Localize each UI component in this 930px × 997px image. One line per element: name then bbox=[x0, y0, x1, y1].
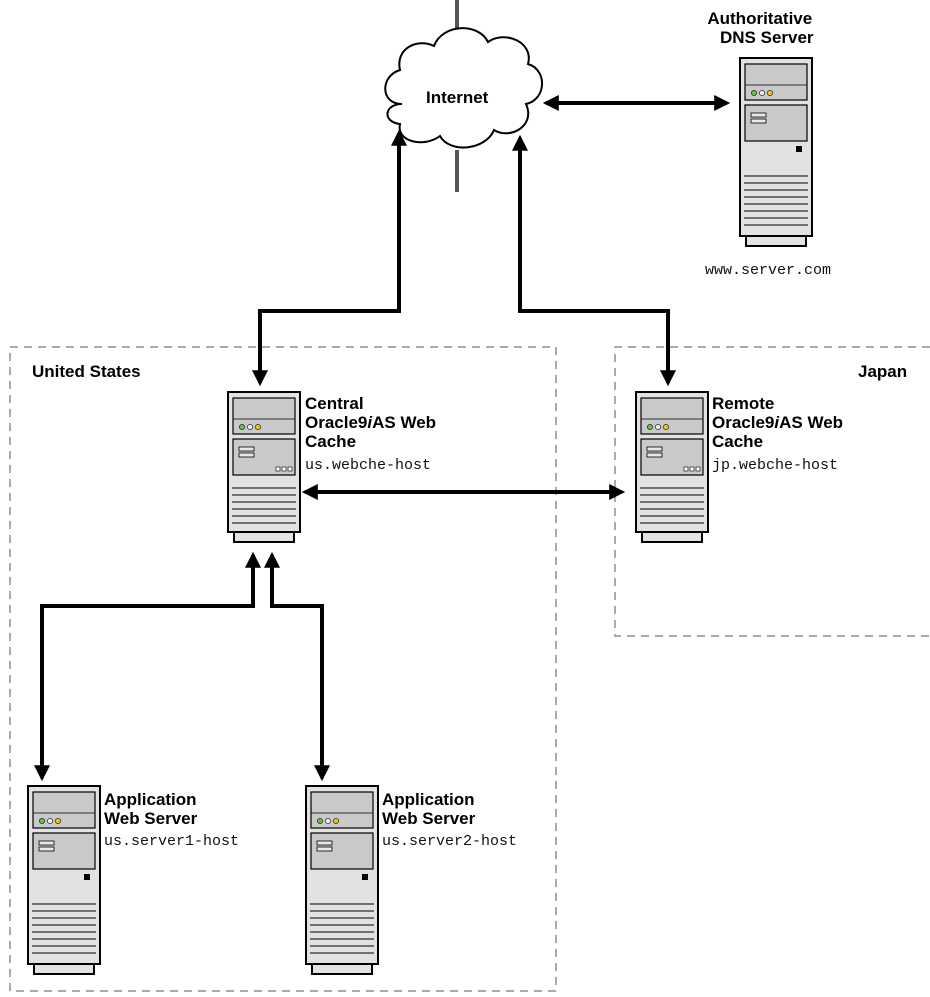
central-cache-product-post: AS Web bbox=[372, 413, 437, 432]
remote-cache-server-icon bbox=[635, 391, 709, 543]
link-remote-internet bbox=[512, 134, 676, 387]
link-central-app1 bbox=[34, 551, 261, 782]
dns-server-label: Authoritative DNS Server bbox=[706, 9, 814, 47]
central-cache-label: Central Oracle9iAS Web Cache bbox=[305, 394, 436, 451]
link-central-app2 bbox=[264, 551, 330, 782]
internet-label: Internet bbox=[426, 88, 489, 107]
app-server-2-host: us.server2-host bbox=[382, 833, 518, 850]
central-cache-line2: Oracle9iAS Web bbox=[305, 413, 436, 432]
central-cache-line3: Cache bbox=[305, 432, 357, 451]
internet-cloud bbox=[384, 27, 543, 149]
link-central-internet bbox=[252, 129, 407, 387]
app-server-1-label: Application Web Server bbox=[104, 790, 197, 828]
central-cache-line1: Central bbox=[305, 394, 364, 413]
region-us-label: United States bbox=[32, 362, 141, 381]
central-cache-host: us.webche-host bbox=[305, 457, 432, 474]
dns-server-icon bbox=[739, 57, 813, 247]
app-server-1-line2: Web Server bbox=[104, 809, 198, 828]
remote-cache-product-pre: Oracle9 bbox=[712, 413, 775, 432]
remote-cache-line3: Cache bbox=[712, 432, 764, 451]
remote-cache-product-post: AS Web bbox=[779, 413, 844, 432]
app-server-2-line1: Application bbox=[382, 790, 475, 809]
app-server-1-icon bbox=[27, 785, 101, 975]
remote-cache-label: Remote Oracle9iAS Web Cache bbox=[712, 394, 843, 451]
remote-cache-line1: Remote bbox=[712, 394, 775, 413]
central-cache-server-icon bbox=[227, 391, 301, 543]
region-box-japan bbox=[614, 346, 930, 637]
app-server-2-label: Application Web Server bbox=[382, 790, 475, 828]
remote-cache-host: jp.webche-host bbox=[712, 457, 839, 474]
app-server-2-icon bbox=[305, 785, 379, 975]
app-server-1-host: us.server1-host bbox=[104, 833, 240, 850]
region-japan-label: Japan bbox=[858, 362, 908, 381]
central-cache-product-pre: Oracle9 bbox=[305, 413, 368, 432]
dns-server-title-1: Authoritative bbox=[707, 9, 813, 28]
app-server-2-line2: Web Server bbox=[382, 809, 476, 828]
app-server-1-line1: Application bbox=[104, 790, 197, 809]
central-cache-product-italic: i bbox=[367, 413, 373, 432]
remote-cache-line2: Oracle9iAS Web bbox=[712, 413, 843, 432]
dns-server-title-2: DNS Server bbox=[720, 28, 814, 47]
dns-server-host: www.server.com bbox=[705, 262, 832, 279]
remote-cache-product-italic: i bbox=[774, 413, 780, 432]
